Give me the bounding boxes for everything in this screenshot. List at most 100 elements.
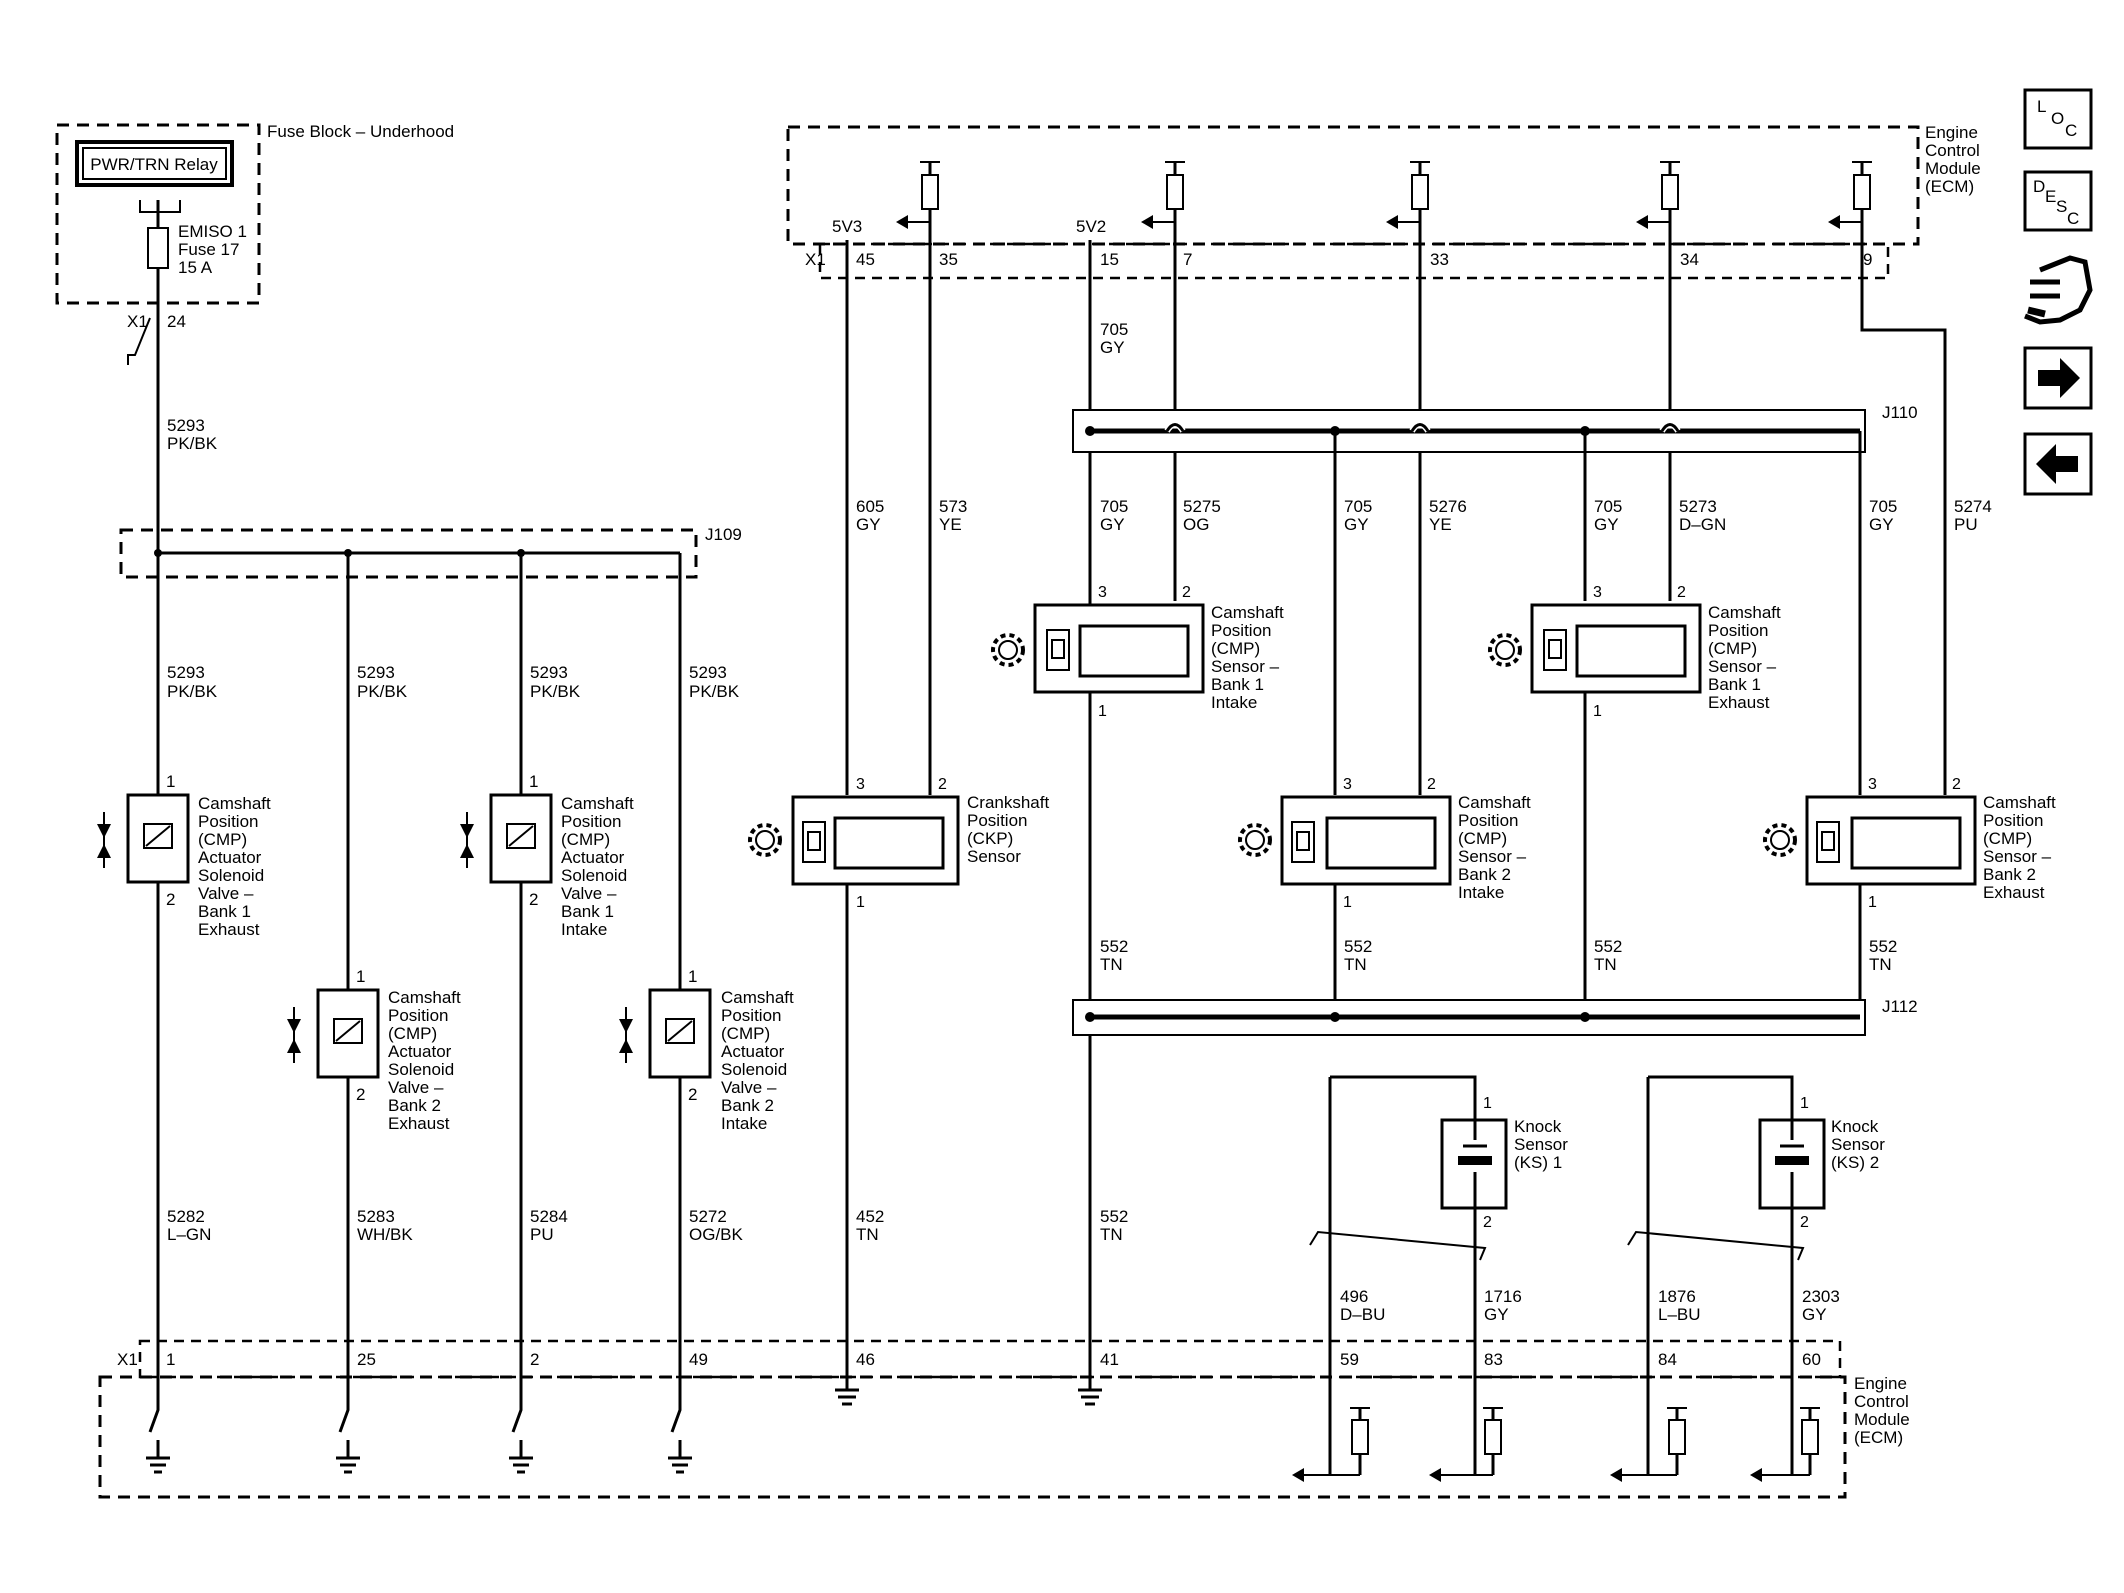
- svg-text:1: 1: [1098, 703, 1107, 720]
- svg-text:Position: Position: [1983, 811, 2043, 830]
- svg-text:Knock: Knock: [1831, 1117, 1879, 1136]
- next-arrow-button[interactable]: [2023, 346, 2093, 410]
- svg-text:2: 2: [1182, 584, 1191, 601]
- svg-text:Engine: Engine: [1925, 123, 1978, 142]
- cmp-sensor-bank2-intake: 3 2 1 Camshaft Position (CMP) Sensor – B…: [1280, 776, 1531, 911]
- svg-text:705: 705: [1869, 497, 1897, 516]
- svg-text:Sensor –: Sensor –: [1211, 657, 1280, 676]
- svg-text:5274: 5274: [1954, 497, 1992, 516]
- svg-text:5293: 5293: [167, 416, 205, 435]
- svg-text:Control: Control: [1925, 141, 1980, 160]
- svg-text:Position: Position: [198, 812, 258, 831]
- svg-text:(CMP): (CMP): [388, 1024, 437, 1043]
- fuse-number: Fuse 17: [178, 240, 239, 259]
- svg-text:452: 452: [856, 1207, 884, 1226]
- ecm-bottom: Engine Control Module (ECM) X1 1 25 2 49…: [98, 1339, 1910, 1499]
- connector-tool-icon[interactable]: [2024, 255, 2093, 325]
- svg-text:Bank 1: Bank 1: [1211, 675, 1264, 694]
- svg-text:O: O: [2051, 109, 2064, 128]
- gear-icon: [1238, 823, 1272, 857]
- svg-text:1876: 1876: [1658, 1287, 1696, 1306]
- svg-text:YE: YE: [939, 515, 962, 534]
- svg-text:PU: PU: [1954, 515, 1978, 534]
- svg-text:Position: Position: [1211, 621, 1271, 640]
- ks1-shield-line: [1309, 1230, 1487, 1261]
- svg-text:552: 552: [1100, 937, 1128, 956]
- desc-button[interactable]: D E S C: [2023, 170, 2093, 232]
- svg-text:1: 1: [529, 772, 538, 791]
- svg-text:Intake: Intake: [561, 920, 607, 939]
- svg-text:GY: GY: [1100, 515, 1125, 534]
- fuse-block: Fuse Block – Underhood PWR/TRN Relay EMI…: [55, 122, 454, 365]
- svg-text:PK/BK: PK/BK: [689, 682, 740, 701]
- svg-text:PU: PU: [530, 1225, 554, 1244]
- svg-text:5276: 5276: [1429, 497, 1467, 516]
- svg-text:X1: X1: [117, 1350, 138, 1369]
- svg-text:Actuator: Actuator: [198, 848, 262, 867]
- cmp-sensor-bank1-intake: 3 2 1 Camshaft Position (CMP) Sensor – B…: [1033, 584, 1284, 720]
- prev-arrow-button[interactable]: [2023, 432, 2093, 496]
- svg-text:Camshaft: Camshaft: [1211, 603, 1284, 622]
- svg-text:3: 3: [1593, 584, 1602, 601]
- svg-text:15: 15: [1100, 250, 1119, 269]
- svg-text:Module: Module: [1925, 159, 1981, 178]
- svg-text:60: 60: [1802, 1350, 1821, 1369]
- svg-text:5293: 5293: [357, 663, 395, 682]
- svg-text:(CMP): (CMP): [1211, 639, 1260, 658]
- svg-text:1: 1: [1868, 894, 1877, 911]
- svg-text:83: 83: [1484, 1350, 1503, 1369]
- svg-text:Position: Position: [388, 1006, 448, 1025]
- svg-text:5284: 5284: [530, 1207, 568, 1226]
- svg-text:705: 705: [1100, 320, 1128, 339]
- svg-text:9: 9: [1863, 250, 1872, 269]
- fuse-name: EMISO 1: [178, 222, 247, 241]
- svg-text:Exhaust: Exhaust: [388, 1114, 450, 1133]
- svg-text:705: 705: [1594, 497, 1622, 516]
- loc-button[interactable]: L O C: [2023, 88, 2093, 150]
- svg-text:TN: TN: [1869, 955, 1892, 974]
- svg-text:1: 1: [166, 772, 175, 791]
- svg-text:705: 705: [1100, 497, 1128, 516]
- svg-text:2: 2: [529, 890, 538, 909]
- svg-text:5293: 5293: [530, 663, 568, 682]
- svg-text:34: 34: [1680, 250, 1699, 269]
- svg-text:(KS) 2: (KS) 2: [1831, 1153, 1879, 1172]
- svg-text:Sensor –: Sensor –: [1458, 847, 1527, 866]
- svg-text:2: 2: [1677, 584, 1686, 601]
- svg-text:(CMP): (CMP): [1983, 829, 2032, 848]
- svg-text:Sensor: Sensor: [1831, 1135, 1885, 1154]
- svg-text:Camshaft: Camshaft: [721, 988, 794, 1007]
- svg-text:GY: GY: [1344, 515, 1369, 534]
- svg-text:3: 3: [1868, 776, 1877, 793]
- cmp-sensor-bank1-exhaust: 3 2 1 Camshaft Position (CMP) Sensor – B…: [1530, 584, 1781, 720]
- svg-text:GY: GY: [1594, 515, 1619, 534]
- fuse-connector-pin-24: 24: [167, 312, 186, 331]
- gear-icon: [1488, 633, 1522, 667]
- svg-text:WH/BK: WH/BK: [357, 1225, 413, 1244]
- svg-text:TN: TN: [1100, 1225, 1123, 1244]
- svg-text:705: 705: [1344, 497, 1372, 516]
- svg-text:Solenoid: Solenoid: [198, 866, 264, 885]
- svg-text:GY: GY: [856, 515, 881, 534]
- cmp-solenoid-bank2-intake: 1 2 Camshaft Position (CMP) Actuator Sol…: [619, 967, 794, 1133]
- svg-text:Knock: Knock: [1514, 1117, 1562, 1136]
- svg-text:J110: J110: [1882, 403, 1918, 422]
- svg-text:2: 2: [356, 1085, 365, 1104]
- svg-text:Control: Control: [1854, 1392, 1909, 1411]
- splice-j110: J110: [1072, 403, 1918, 795]
- cmp-solenoid-bank1-intake: 1 2 Camshaft Position (CMP) Actuator Sol…: [460, 772, 634, 939]
- svg-text:84: 84: [1658, 1350, 1677, 1369]
- svg-text:TN: TN: [856, 1225, 879, 1244]
- svg-text:1716: 1716: [1484, 1287, 1522, 1306]
